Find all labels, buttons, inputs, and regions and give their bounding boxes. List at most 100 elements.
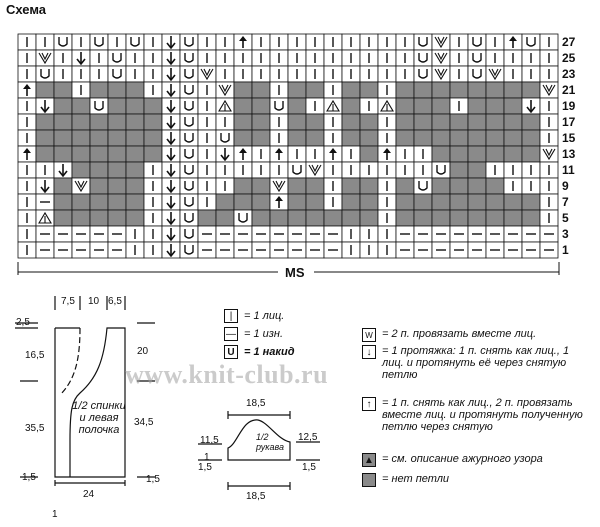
chart-cell — [125, 145, 145, 163]
chart-cell — [467, 113, 487, 131]
chart-cell — [53, 113, 73, 131]
chart-cell — [467, 129, 487, 147]
chart-cell — [107, 129, 127, 147]
chart-cell — [503, 193, 523, 211]
chart-cell — [71, 161, 91, 179]
chart-cell — [485, 209, 505, 227]
yarn-over-stitch — [184, 133, 194, 143]
arrow-down-head — [166, 106, 176, 114]
sleeve-dim-bottom: 18,5 — [246, 491, 266, 502]
arrow-down-head — [220, 154, 230, 162]
chart-cell — [449, 161, 469, 179]
arrow-down-head — [526, 106, 536, 114]
chart-cell — [395, 81, 415, 99]
dim-right-1: 20 — [137, 346, 149, 357]
chart-cell — [359, 193, 379, 211]
chart-cell — [485, 193, 505, 211]
yarn-over-stitch — [94, 101, 104, 111]
chart-cell — [503, 97, 523, 115]
yarn-over-stitch — [184, 181, 194, 191]
chart-cell — [179, 81, 199, 99]
arrow-down-head — [166, 90, 176, 98]
chart-cell — [305, 81, 325, 99]
chart-cell — [413, 81, 433, 99]
chart-cell — [485, 113, 505, 131]
chart-cell — [125, 193, 145, 211]
yarn-over-stitch — [130, 37, 140, 47]
chart-cell — [107, 145, 127, 163]
row-number: 3 — [562, 227, 569, 241]
chart-cell — [251, 209, 271, 227]
chart-cell — [107, 97, 127, 115]
chart-cell — [89, 161, 109, 179]
chart-cell — [431, 177, 451, 195]
chart-cell — [449, 177, 469, 195]
chart-cell — [521, 81, 541, 99]
chart-cell — [431, 145, 451, 163]
yarn-over-stitch — [112, 53, 122, 63]
chart-cell — [485, 81, 505, 99]
chart-cell — [503, 209, 523, 227]
chart-cell — [467, 177, 487, 195]
chart-cell — [89, 209, 109, 227]
body-schematic — [15, 296, 155, 486]
yarn-over-stitch — [184, 149, 194, 159]
row-number: 9 — [562, 179, 569, 193]
chart-cell — [233, 209, 253, 227]
chart-cell — [341, 113, 361, 131]
chart-cell — [53, 193, 73, 211]
legend-lace: ▲ = см. описание ажурного узора — [362, 453, 592, 467]
chart-cell — [269, 209, 289, 227]
arrow-up-head — [23, 84, 31, 89]
chart-cell — [251, 177, 271, 195]
chart-grid — [17, 33, 559, 259]
chart-cell — [431, 113, 451, 131]
legend-k2tog: W = 2 п. провязать вместе лиц. — [362, 328, 592, 342]
row-number: 11 — [562, 163, 575, 177]
legend-sk2p: ↑ = 1 п. снять как лиц., 2 п. провязать … — [362, 397, 592, 433]
chart-cell — [395, 177, 415, 195]
chart-cell — [431, 129, 451, 147]
row-number: 5 — [562, 211, 569, 225]
yarn-over-stitch — [184, 197, 194, 207]
yarn-over-stitch — [184, 245, 194, 255]
chart-cell — [53, 209, 73, 227]
dim-left-3: 35,5 — [25, 423, 45, 434]
chart-cell — [107, 65, 127, 83]
gray-square-icon — [362, 473, 376, 487]
yarn-over-icon: U — [224, 345, 238, 359]
chart-cell — [287, 129, 307, 147]
chart-cell — [341, 81, 361, 99]
arrow-down-head — [40, 186, 50, 194]
chart-cell — [143, 97, 163, 115]
chart-cell — [233, 81, 253, 99]
chart-cell — [143, 129, 163, 147]
chart-cell — [251, 113, 271, 131]
yarn-over-stitch — [238, 213, 248, 223]
k2tog-icon — [434, 36, 448, 49]
yarn-over-stitch — [184, 85, 194, 95]
sleeve-dim-top: 18,5 — [246, 398, 266, 409]
chart-cell — [467, 193, 487, 211]
arrow-up-head — [239, 36, 247, 41]
chart-cell — [287, 81, 307, 99]
row-number: 1 — [562, 243, 569, 257]
chart-cell — [71, 145, 91, 163]
k2tog-icon — [542, 84, 556, 97]
chart-cell — [341, 193, 361, 211]
watermark-text: www.knit-club.ru — [125, 360, 329, 389]
chart-cell — [521, 145, 541, 163]
arrow-down-head — [166, 170, 176, 178]
chart-cell — [71, 193, 91, 211]
chart-cell — [71, 97, 91, 115]
dim-top-2: 10 — [88, 296, 100, 307]
chart-cell — [305, 177, 325, 195]
row-number: 21 — [562, 83, 576, 97]
arrow-up-head — [275, 148, 283, 153]
chart-cell — [89, 177, 109, 195]
chart-cell — [413, 97, 433, 115]
chart-cell — [521, 209, 541, 227]
chart-cell — [467, 49, 487, 67]
chart-cell — [287, 193, 307, 211]
chart-cell — [179, 225, 199, 243]
